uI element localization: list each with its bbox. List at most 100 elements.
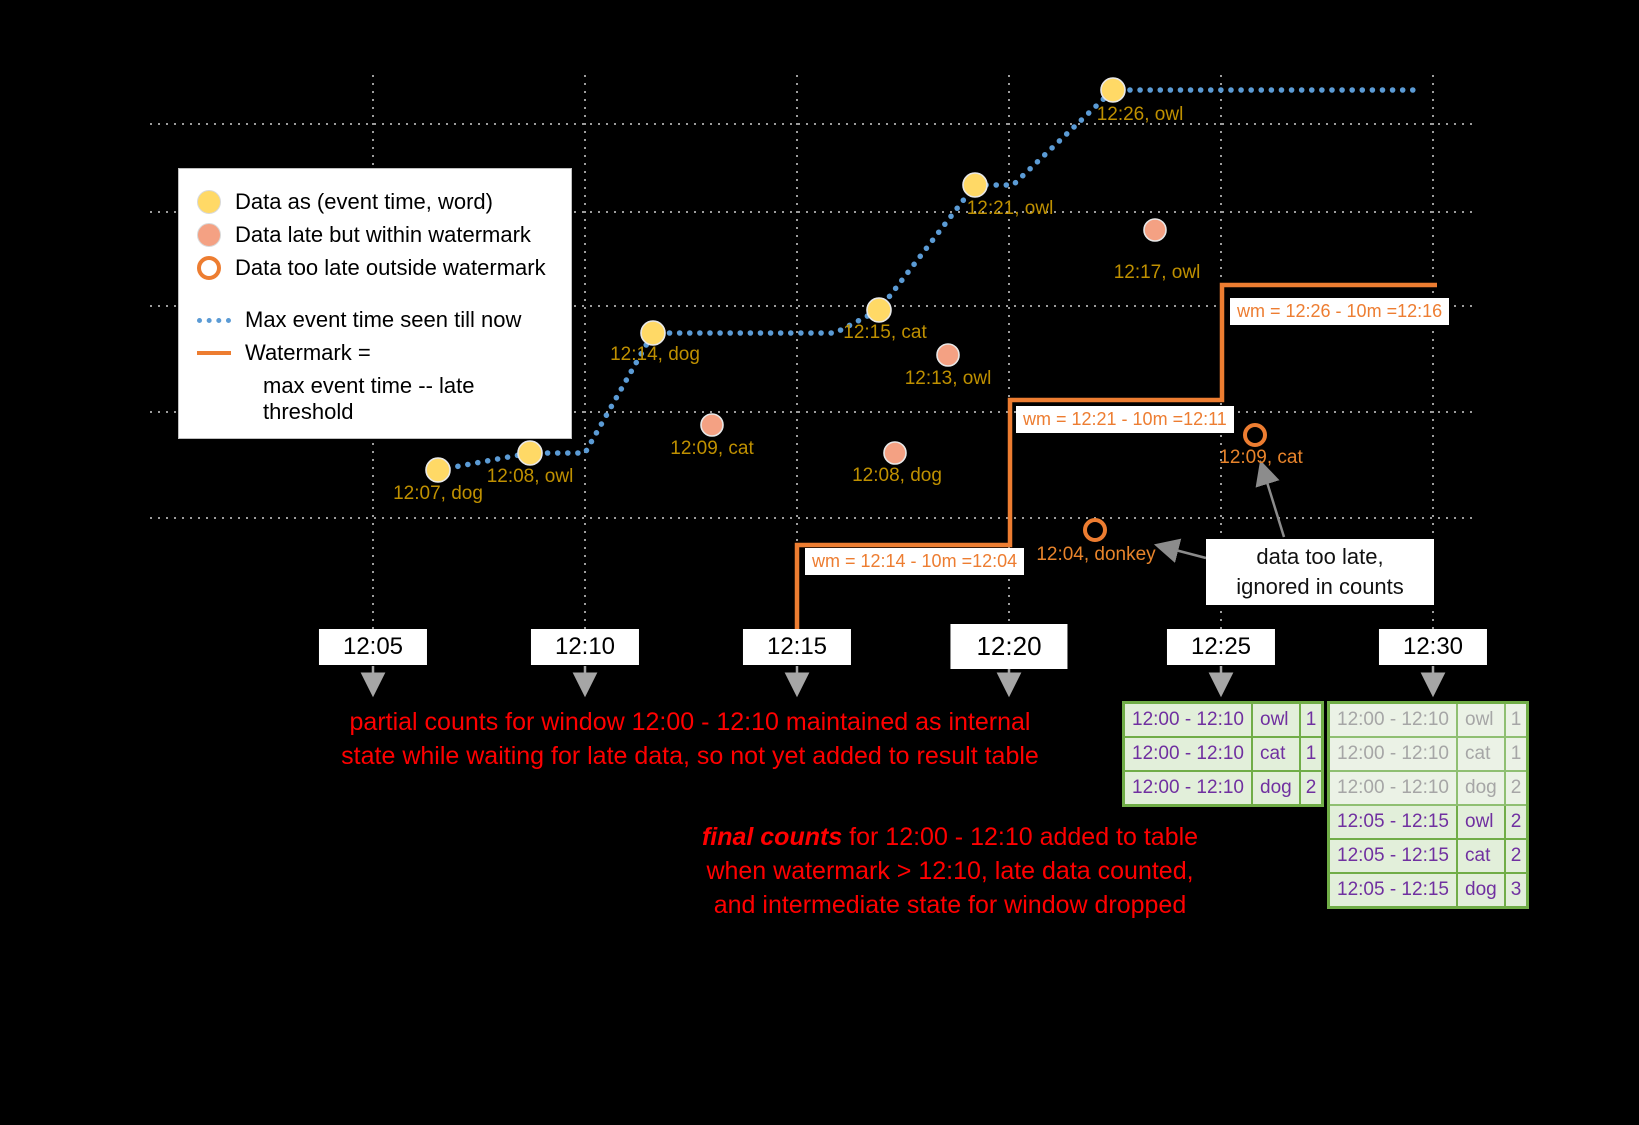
max-event-time-line — [435, 87, 1419, 473]
window-cell: 12:00 - 12:10 — [1327, 736, 1458, 772]
legend-item-watermark: Watermark = — [197, 340, 565, 366]
partial-counts-note-line1: partial counts for window 12:00 - 12:10 … — [349, 708, 1031, 736]
legend-label-late: Data late but within watermark — [235, 222, 531, 247]
legend-label-watermark-sub: max event time -- late threshold — [263, 373, 475, 424]
point-label: 12:26, owl — [1096, 104, 1184, 125]
window-cell: 12:05 - 12:15 — [1327, 804, 1458, 840]
watermark-value-label: wm = 12:21 - 10m =12:11 — [1016, 406, 1234, 433]
window-cell: 12:00 - 12:10 — [1327, 701, 1458, 738]
final-counts-note-line1-rest: for 12:00 - 12:10 added to table — [842, 823, 1199, 851]
watermark-value-label: wm = 12:14 - 10m =12:04 — [805, 548, 1025, 575]
point-label: 12:09, cat — [670, 438, 754, 459]
count-cell: 2 — [1503, 838, 1529, 874]
legend-label-max-event-line: Max event time seen till now — [245, 307, 522, 332]
axis-tick-12-30: 12:30 — [1378, 629, 1488, 665]
count-cell: 3 — [1503, 872, 1529, 909]
on-time-dot-icon — [197, 190, 221, 214]
event-point-too-late — [1083, 518, 1107, 542]
too-late-note: data too late, ignored in counts — [1206, 539, 1434, 605]
event-point-too-late — [1243, 423, 1267, 447]
late-dot-icon — [197, 223, 221, 247]
point-label: 12:04, donkey — [1036, 544, 1156, 565]
event-point-on-time — [517, 440, 543, 466]
point-label: 12:13, owl — [904, 368, 992, 389]
legend-label-watermark: Watermark = — [245, 340, 371, 365]
word-cell: cat — [1456, 838, 1506, 874]
word-cell: owl — [1251, 701, 1301, 738]
point-label: 12:15, cat — [843, 322, 927, 343]
window-cell: 12:00 - 12:10 — [1122, 701, 1253, 738]
final-counts-note-line3: and intermediate state for window droppe… — [713, 891, 1187, 919]
word-cell: cat — [1251, 736, 1301, 772]
too-late-note-line2: ignored in counts — [1236, 574, 1404, 599]
legend-spacer — [197, 288, 565, 300]
count-cell: 1 — [1298, 701, 1324, 738]
watermark-step-line — [794, 282, 1437, 631]
event-point-late — [1143, 218, 1167, 242]
event-point-on-time — [640, 320, 666, 346]
axis-tick-12-10: 12:10 — [530, 629, 640, 665]
legend-item-on-time: Data as (event time, word) — [197, 189, 565, 215]
window-cell: 12:00 - 12:10 — [1122, 736, 1253, 772]
point-label: 12:08, owl — [486, 466, 574, 487]
watermark-value-label: wm = 12:26 - 10m =12:16 — [1230, 298, 1450, 325]
count-cell: 1 — [1503, 701, 1529, 738]
axis-tick-12-20: 12:20 — [950, 624, 1068, 669]
event-point-on-time — [1100, 77, 1126, 103]
window-cell: 12:05 - 12:15 — [1327, 838, 1458, 874]
legend: Data as (event time, word) Data late but… — [178, 168, 572, 439]
event-point-on-time — [425, 457, 451, 483]
event-point-late — [883, 441, 907, 465]
partial-counts-note: partial counts for window 12:00 - 12:10 … — [320, 705, 1060, 773]
event-point-on-time — [866, 297, 892, 323]
too-late-note-line1: data too late, — [1256, 544, 1384, 569]
count-cell: 1 — [1298, 736, 1324, 772]
point-label: 12:08, dog — [852, 465, 942, 486]
point-label: 12:14, dog — [610, 344, 700, 365]
axis-tick-12-05: 12:05 — [318, 629, 428, 665]
partial-counts-note-line2: state while waiting for late data, so no… — [341, 742, 1039, 770]
point-label: 12:09, cat — [1219, 447, 1303, 468]
point-label: 12:07, dog — [393, 483, 483, 504]
watermark-line-icon — [197, 351, 231, 355]
point-label: 12:21, owl — [966, 198, 1054, 219]
legend-label-too-late: Data too late outside watermark — [235, 255, 546, 280]
legend-item-late: Data late but within watermark — [197, 222, 565, 248]
too-late-pointer-arrow — [1153, 538, 1207, 563]
axis-tick-12-25: 12:25 — [1166, 629, 1276, 665]
event-point-late — [700, 413, 724, 437]
window-cell: 12:05 - 12:15 — [1327, 872, 1458, 909]
final-counts-emphasis: final counts — [701, 823, 843, 851]
final-counts-note-line1: final counts for 12:00 - 12:10 added to … — [640, 820, 1260, 854]
max-event-line-icon — [197, 317, 231, 323]
event-point-on-time — [962, 172, 988, 198]
legend-item-max-event-line: Max event time seen till now — [197, 307, 565, 333]
word-cell: cat — [1456, 736, 1506, 772]
event-point-late — [936, 343, 960, 367]
count-cell: 2 — [1503, 770, 1529, 806]
window-cell: 12:00 - 12:10 — [1327, 770, 1458, 806]
legend-item-too-late: Data too late outside watermark — [197, 255, 565, 281]
word-cell: dog — [1456, 872, 1506, 909]
final-counts-note-line2: when watermark > 12:10, late data counte… — [706, 857, 1194, 885]
axis-tick-12-15: 12:15 — [742, 629, 852, 665]
word-cell: dog — [1456, 770, 1506, 806]
word-cell: dog — [1251, 770, 1301, 807]
count-cell: 1 — [1503, 736, 1529, 772]
final-counts-note: final counts for 12:00 - 12:10 added to … — [640, 820, 1260, 922]
window-cell: 12:00 - 12:10 — [1122, 770, 1253, 807]
count-cell: 2 — [1298, 770, 1324, 807]
